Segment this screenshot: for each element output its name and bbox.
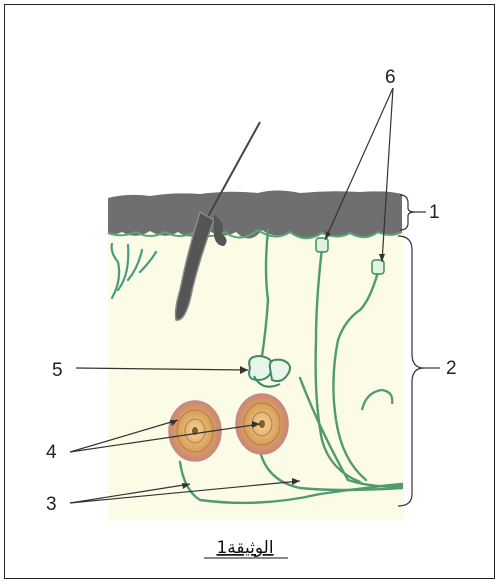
label-3: 3 bbox=[46, 494, 57, 515]
epidermis-brace bbox=[400, 195, 415, 230]
free-nerve-ending-2 bbox=[372, 260, 384, 274]
label-2: 2 bbox=[446, 358, 457, 379]
label-6: 6 bbox=[385, 67, 396, 88]
label-1: 1 bbox=[429, 202, 440, 223]
document-caption: الوثيقة1 bbox=[216, 538, 273, 558]
label-5: 5 bbox=[52, 360, 63, 381]
free-nerve-ending-1 bbox=[316, 238, 328, 252]
label-4: 4 bbox=[46, 442, 57, 463]
pacinian-corpuscle-2 bbox=[236, 394, 288, 454]
